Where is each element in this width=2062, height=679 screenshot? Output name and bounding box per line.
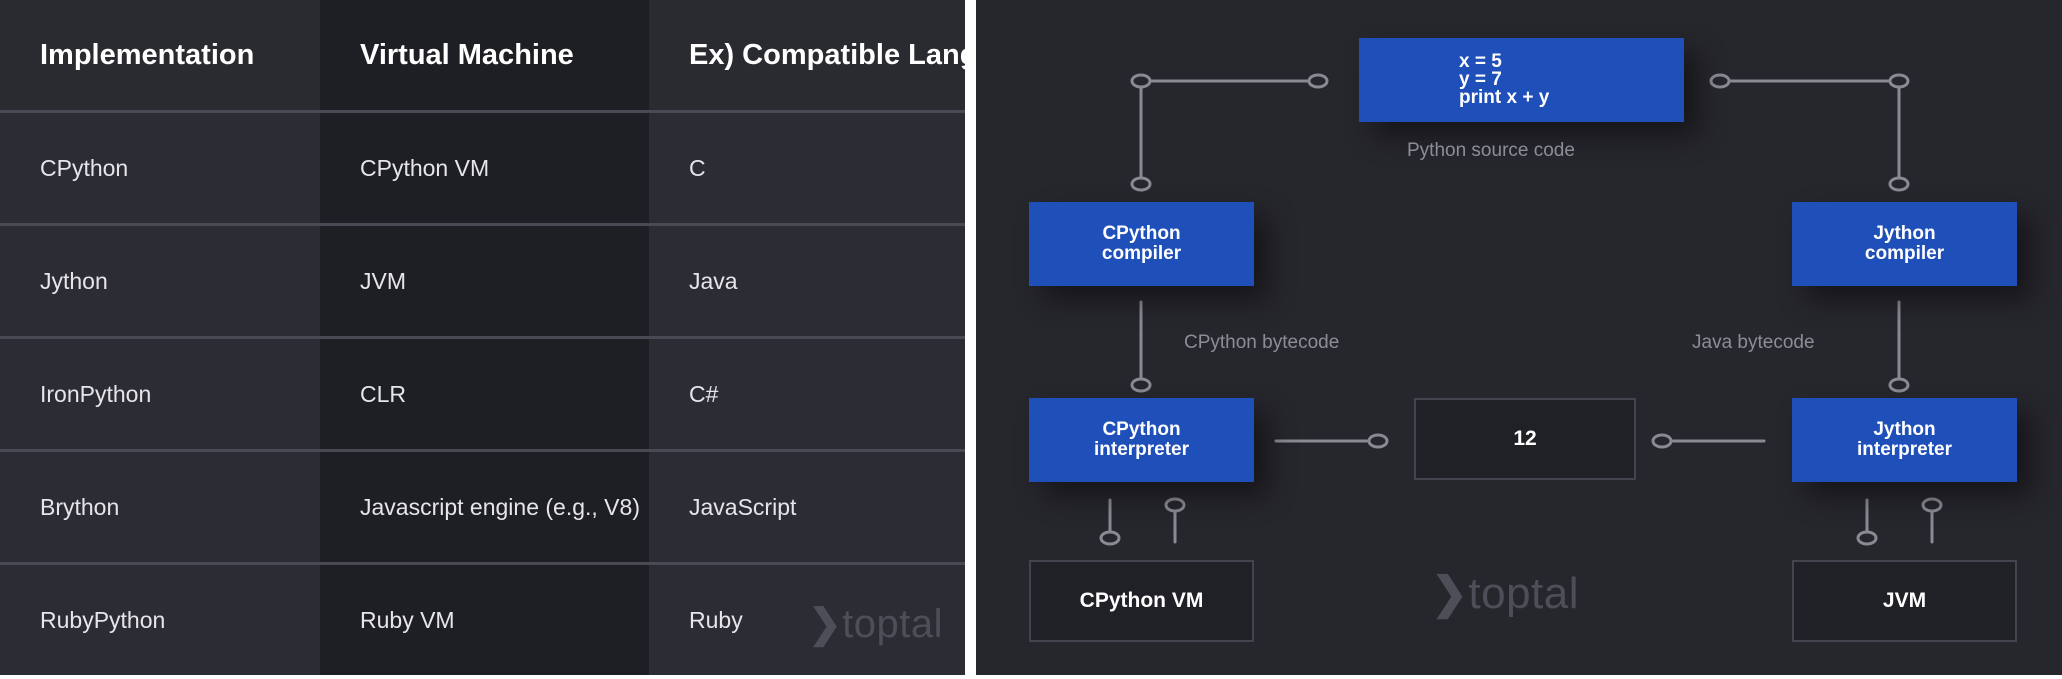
connector-node-icon <box>1130 377 1152 393</box>
result-output-box: 12 <box>1414 398 1636 480</box>
cell-virtual-machine: CPython VM <box>320 111 649 226</box>
cell-implementation: RubyPython <box>0 563 320 675</box>
table-row: Brython Javascript engine (e.g., V8) Jav… <box>0 450 965 565</box>
connector-node-icon <box>1709 73 1731 89</box>
connector-node-icon <box>1099 530 1121 546</box>
jython-interpreter-box: Jython interpreter <box>1792 398 2017 482</box>
diagram-connectors <box>1099 73 1943 546</box>
cell-virtual-machine: JVM <box>320 224 649 339</box>
table-row: IronPython CLR C# <box>0 337 965 452</box>
connector-node-icon <box>1130 176 1152 192</box>
connector-node-icon <box>1856 530 1878 546</box>
java-bytecode-caption: Java bytecode <box>1692 332 1815 353</box>
connector-node-icon <box>1921 497 1943 513</box>
connector-node-icon <box>1164 497 1186 513</box>
cell-virtual-machine: Ruby VM <box>320 563 649 675</box>
toptal-logo-icon: ❯ <box>1431 569 1469 618</box>
cell-language: C# <box>649 337 965 452</box>
table-row: RubyPython Ruby VM Ruby <box>0 563 965 675</box>
connector-node-icon <box>1307 73 1329 89</box>
cell-language: Java <box>649 224 965 339</box>
header-implementation: Implementation <box>0 0 320 113</box>
cell-implementation: CPython <box>0 111 320 226</box>
implementations-table: Implementation Virtual Machine Ex) Compa… <box>0 0 965 675</box>
jvm-box: JVM <box>1792 560 2017 642</box>
cell-language: C <box>649 111 965 226</box>
connector-source-to-cpython-compiler <box>1139 79 1320 184</box>
toptal-watermark-text: toptal <box>1468 569 1580 618</box>
table-row: Jython JVM Java <box>0 224 965 339</box>
cpython-vm-box: CPython VM <box>1029 560 1254 642</box>
cell-language: JavaScript <box>649 450 965 565</box>
toptal-watermark: ❯toptal <box>1431 568 1579 619</box>
connector-node-icon <box>1888 377 1910 393</box>
python-source-code-box: x = 5 y = 7 print x + y <box>1359 38 1684 122</box>
cell-virtual-machine: Javascript engine (e.g., V8) <box>320 450 649 565</box>
cpython-bytecode-caption: CPython bytecode <box>1184 332 1340 353</box>
cpython-interpreter-box: CPython interpreter <box>1029 398 1254 482</box>
toptal-logo-icon: ❯ <box>808 602 843 646</box>
cell-implementation: Brython <box>0 450 320 565</box>
connector-node-icon <box>1888 73 1910 89</box>
toptal-watermark: ❯toptal <box>808 601 943 647</box>
connector-node-icon <box>1130 73 1152 89</box>
header-virtual-machine: Virtual Machine <box>320 0 649 113</box>
jython-compiler-box: Jython compiler <box>1792 202 2017 286</box>
header-compatible-language: Ex) Compatible Language <box>649 0 965 113</box>
connector-node-icon <box>1651 433 1673 449</box>
cell-virtual-machine: CLR <box>320 337 649 452</box>
toptal-watermark-text: toptal <box>842 602 943 646</box>
cell-implementation: Jython <box>0 224 320 339</box>
python-implementations-diagram: x = 5 y = 7 print x + y Python source co… <box>976 0 2062 675</box>
table-row: CPython CPython VM C <box>0 111 965 226</box>
cell-implementation: IronPython <box>0 337 320 452</box>
cpython-compiler-box: CPython compiler <box>1029 202 1254 286</box>
connector-source-to-jython-compiler <box>1718 79 1901 184</box>
connector-node-icon <box>1888 176 1910 192</box>
implementations-table-panel: Implementation Virtual Machine Ex) Compa… <box>0 0 965 675</box>
cell-language: Ruby <box>649 563 965 675</box>
python-source-code-caption: Python source code <box>1407 140 1575 161</box>
table-header-row: Implementation Virtual Machine Ex) Compa… <box>0 0 965 113</box>
connector-node-icon <box>1367 433 1389 449</box>
